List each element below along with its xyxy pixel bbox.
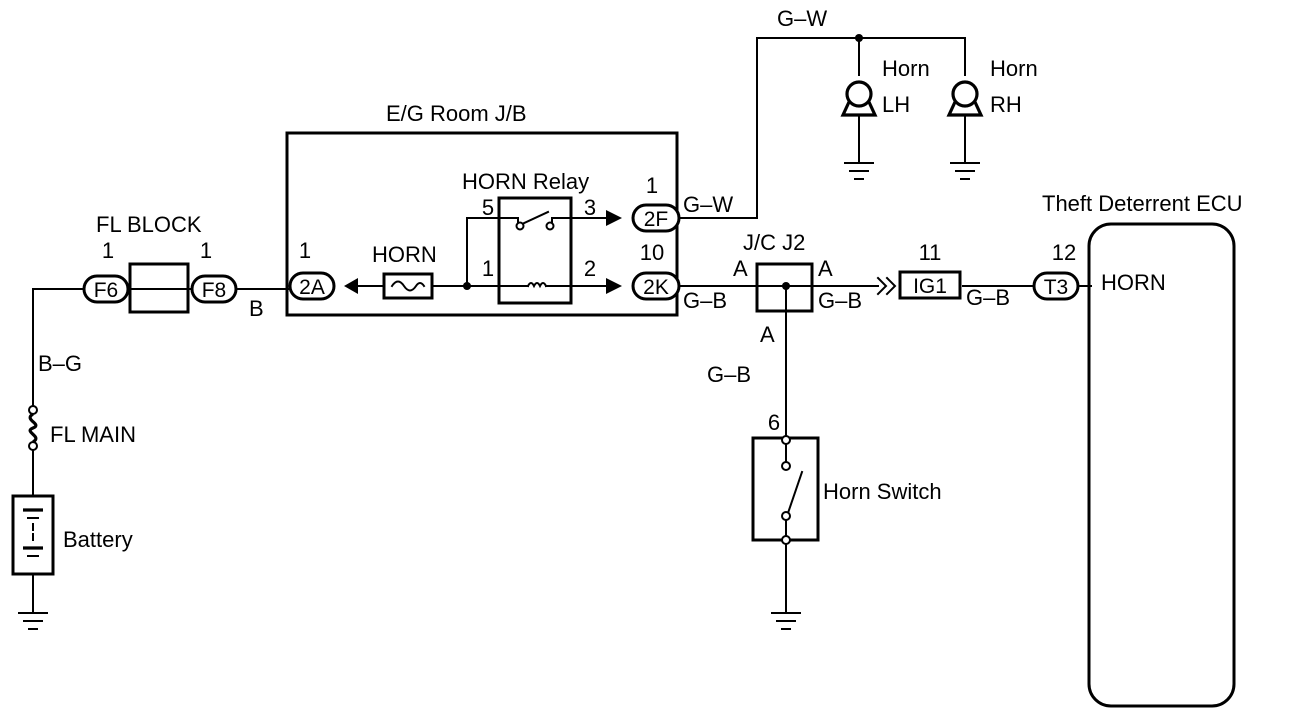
ground-icon-horn-switch (771, 612, 801, 630)
switch-contact-lower-icon (781, 511, 791, 521)
fl-main-label: FL MAIN (50, 422, 136, 447)
wire-color-g-b-down: G–B (707, 362, 751, 387)
horn-fuse-box (382, 272, 434, 300)
fl-block-label: FL BLOCK (96, 212, 202, 237)
horn-lh-icon (840, 80, 878, 117)
theft-deterrent-ecu-box (1087, 222, 1236, 708)
connector-2k-label: 2K (643, 276, 669, 299)
wire-color-g-w-top: G–W (777, 6, 827, 31)
horn-lh-label-top: Horn (882, 56, 930, 81)
connector-ig1: IG1 (898, 270, 962, 300)
connector-2f-label: 2F (644, 208, 669, 231)
ground-icon-horn-lh (844, 162, 874, 180)
pin-f6: 1 (102, 238, 114, 263)
junction-dot-fuse (463, 282, 471, 290)
junction-dot-horns (855, 34, 863, 42)
eg-room-jb-label: E/G Room J/B (386, 101, 527, 126)
jc-point-left: A (733, 256, 748, 281)
switch-contact-upper-icon (781, 461, 791, 471)
horn-lh-label-bottom: LH (882, 92, 910, 117)
relay-contact-blade (520, 210, 550, 226)
fl-main-terminal-top-icon (28, 405, 38, 415)
connector-f6: F6 (82, 274, 130, 304)
pin-t3: 12 (1052, 240, 1076, 265)
pin-2f: 1 (646, 173, 658, 198)
wire-fuse-to-contact (466, 217, 519, 287)
junction-dot-jc (782, 282, 790, 290)
wire-b-g (32, 288, 85, 411)
jc-point-bottom: A (760, 322, 775, 347)
connector-2a: 2A (288, 271, 336, 301)
horn-rh-label-top: Horn (990, 56, 1038, 81)
wire-color-g-b-j2: G–B (818, 288, 862, 313)
connector-2a-label: 2A (299, 276, 325, 299)
switch-terminal-top-icon (781, 435, 791, 445)
arrow-2a-icon (344, 278, 358, 294)
ecu-horn-terminal-label: HORN (1101, 270, 1166, 295)
pin-ig1: 11 (919, 240, 942, 265)
pin-2a: 1 (299, 238, 311, 263)
connector-ig1-label: IG1 (913, 275, 947, 298)
connector-2k: 2K (631, 271, 681, 301)
pin-relay-2: 2 (584, 256, 596, 281)
wire-color-g-b-ig1: G–B (966, 285, 1010, 310)
horn-switch-label: Horn Switch (823, 479, 942, 504)
switch-terminal-bottom-icon (781, 535, 791, 545)
relay-terminal-5-icon (515, 221, 525, 231)
ground-icon-horn-rh (950, 162, 980, 180)
relay-coil (526, 282, 548, 289)
horn-rh-label-bottom: RH (990, 92, 1022, 117)
wire-color-g-w-2f: G–W (683, 192, 733, 217)
battery-icon (23, 508, 43, 557)
theft-ecu-label: Theft Deterrent ECU (1042, 191, 1243, 216)
connector-f6-label: F6 (94, 279, 119, 302)
wire-color-b: B (249, 296, 264, 321)
horn-fuse-label: HORN (372, 242, 437, 267)
arrow-2f-icon (606, 210, 622, 226)
horn-rh-icon (946, 80, 984, 117)
arrow-2k-icon (606, 278, 622, 294)
pin-relay-5: 5 (482, 195, 494, 220)
connector-t3: T3 (1032, 271, 1080, 301)
arrow-ig1-icon (876, 276, 897, 296)
pin-relay-1: 1 (482, 256, 494, 281)
horn-relay-box (497, 196, 573, 305)
wire-color-b-g: B–G (38, 351, 82, 376)
wire-color-g-b-2k: G–B (683, 288, 727, 313)
horn-switch-blade (786, 470, 804, 515)
pin-f8: 1 (200, 238, 212, 263)
connector-t3-label: T3 (1044, 276, 1069, 299)
jc-j2-label: J/C J2 (743, 230, 805, 255)
pin-relay-3: 3 (584, 195, 596, 220)
relay-terminal-3-icon (545, 221, 555, 231)
connector-2f: 2F (631, 203, 681, 233)
horn-relay-label: HORN Relay (462, 169, 589, 194)
fusible-link-icon (28, 412, 38, 444)
ground-icon-battery (18, 612, 48, 630)
jc-point-right: A (818, 256, 833, 281)
connector-f8-label: F8 (202, 279, 227, 302)
battery-label: Battery (63, 527, 133, 552)
pin-horn-switch: 6 (768, 410, 780, 435)
fl-main-terminal-bottom-icon (28, 441, 38, 451)
jc-j2-box (755, 262, 814, 313)
connector-f8: F8 (190, 274, 238, 304)
fuse-icon (390, 280, 426, 292)
pin-2k: 10 (640, 240, 664, 265)
